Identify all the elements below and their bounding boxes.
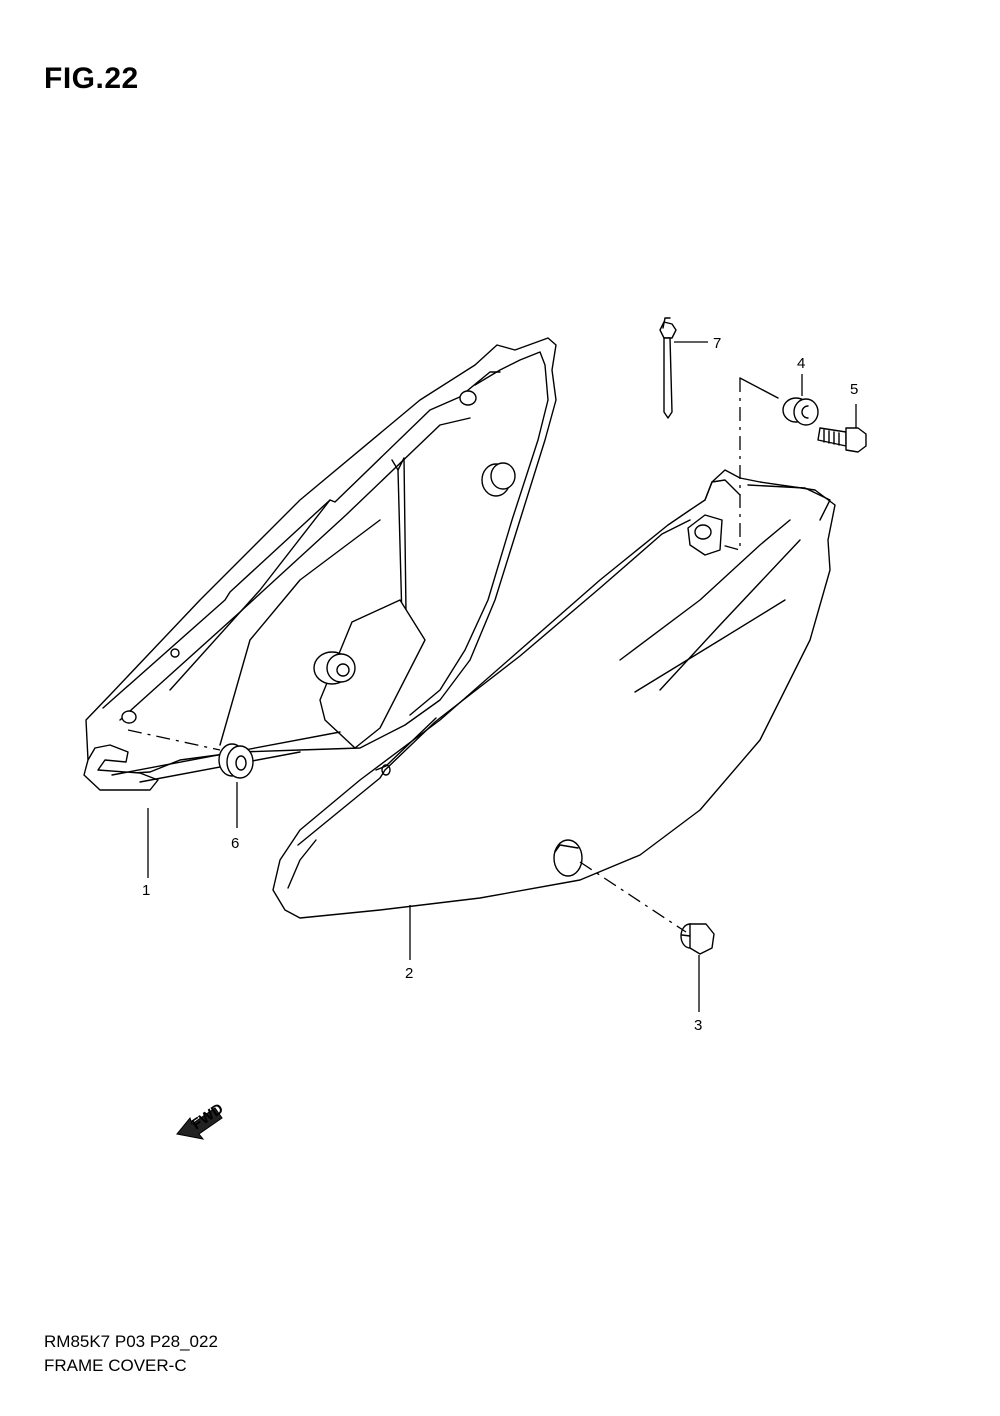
- callout-3: 3: [694, 1017, 702, 1034]
- callout-7: 7: [713, 335, 721, 352]
- footer-name: FRAME COVER-C: [44, 1356, 187, 1375]
- part-2-frame-cover-outer: [272, 469, 836, 919]
- callout-6: 6: [231, 835, 239, 852]
- part-6-grommet: [218, 743, 254, 779]
- forward-arrow-icon: FWD: [176, 1100, 227, 1140]
- figure-title: FIG.22: [44, 62, 139, 95]
- callout-5: 5: [850, 381, 858, 398]
- part-5-bolt: [817, 427, 867, 453]
- assembly-lines: [127, 377, 779, 933]
- part-1-frame-cover-inner: [83, 337, 557, 791]
- leader-lines: [147, 341, 857, 1012]
- footer-code: RM85K7 P03 P28_022: [44, 1332, 218, 1351]
- callout-4: 4: [797, 355, 805, 372]
- part-3-grommet: [680, 923, 715, 955]
- callout-1: 1: [142, 882, 150, 899]
- footer: RM85K7 P03 P28_022 FRAME COVER-C: [44, 1330, 218, 1378]
- part-7-cable-tie: [659, 317, 677, 419]
- part-4-grommet: [782, 397, 819, 426]
- callout-2: 2: [405, 965, 413, 982]
